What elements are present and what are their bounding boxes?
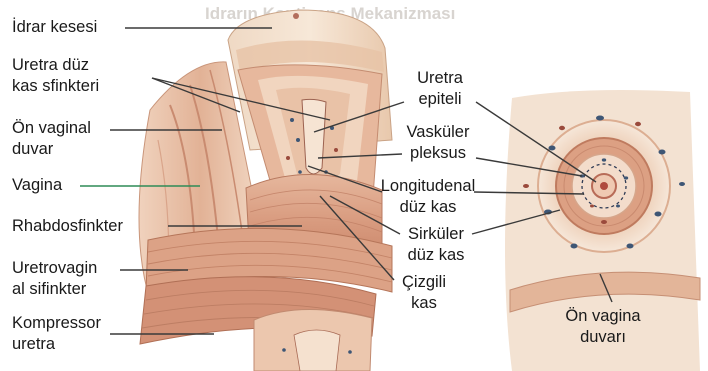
- label-on-vagina-line2: duvarı: [548, 327, 658, 348]
- label-longitudenal-duz-kas: Longitudenal düz kas: [370, 176, 486, 218]
- bladder-urethra-illustration: [139, 10, 392, 371]
- label-vaskuler-line2: pleksus: [398, 143, 478, 164]
- label-on-vaginal-line2: duvar: [12, 139, 91, 160]
- label-uretra-epiteli: Uretra epiteli: [402, 68, 478, 110]
- label-longitudenal-line1: Longitudenal: [370, 176, 486, 197]
- label-cizgili-line2: kas: [394, 293, 454, 314]
- label-on-vagina-duvari: Ön vagina duvarı: [548, 306, 658, 348]
- label-vagina-text: Vagina: [12, 175, 62, 196]
- label-uretrovagin-line2: al sifinkter: [12, 279, 97, 300]
- label-cizgili-line1: Çizgili: [394, 272, 454, 293]
- label-uretrovagin-line1: Uretrovagin: [12, 258, 97, 279]
- urethra-lumen: [302, 99, 326, 174]
- label-sirkuler-line1: Sirküler: [398, 224, 474, 245]
- label-kompressor-line2: uretra: [12, 334, 101, 355]
- label-on-vagina-line1: Ön vagina: [548, 306, 658, 327]
- label-uretra-duz-line2: kas sfinkteri: [12, 76, 99, 97]
- label-longitudenal-line2: düz kas: [370, 197, 486, 218]
- label-rhabdosfinkter: Rhabdosfinkter: [12, 216, 123, 237]
- label-rhabdo-text: Rhabdosfinkter: [12, 216, 123, 237]
- label-idrar-kesesi: İdrar kesesi: [12, 17, 97, 38]
- label-uretra-duz-line1: Uretra düz: [12, 55, 99, 76]
- label-idrar-kesesi-text: İdrar kesesi: [12, 17, 97, 38]
- bladder-opening: [293, 13, 299, 19]
- label-kompressor-line1: Kompressor: [12, 313, 101, 334]
- label-uretra-ep-line1: Uretra: [402, 68, 478, 89]
- label-uretrovaginal: Uretrovagin al sifinkter: [12, 258, 97, 300]
- urethral-lumen: [600, 182, 608, 190]
- label-vaskuler-pleksus: Vasküler pleksus: [398, 122, 478, 164]
- label-sirkuler-line2: düz kas: [398, 245, 474, 266]
- label-uretra-ep-line2: epiteli: [402, 89, 478, 110]
- label-vaskuler-line1: Vasküler: [398, 122, 478, 143]
- label-uretra-duz-kas: Uretra düz kas sfinkteri: [12, 55, 99, 97]
- label-on-vaginal-duvar: Ön vaginal duvar: [12, 118, 91, 160]
- label-cizgili-kas: Çizgili kas: [394, 272, 454, 314]
- label-on-vaginal-line1: Ön vaginal: [12, 118, 91, 139]
- label-vagina: Vagina: [12, 175, 62, 196]
- label-kompressor-uretra: Kompressor uretra: [12, 313, 101, 355]
- label-sirkuler-duz-kas: Sirküler düz kas: [398, 224, 474, 266]
